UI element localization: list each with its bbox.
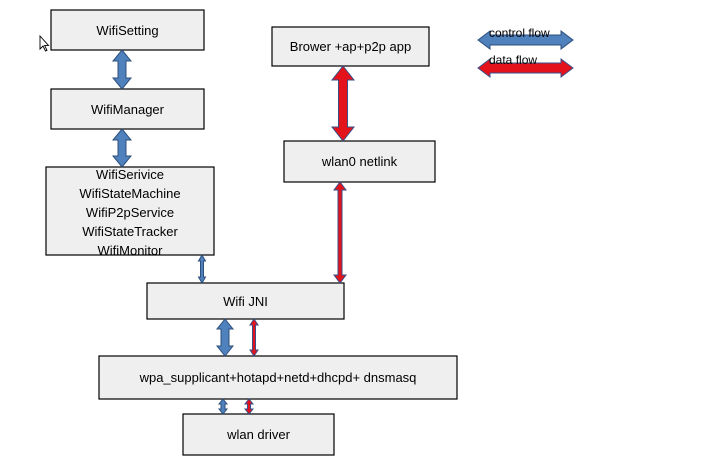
browser-app-label: Brower +ap+p2p app xyxy=(290,39,411,54)
arrow-supplicant-driver-data xyxy=(243,398,255,415)
wifi-setting-label: WifiSetting xyxy=(96,23,158,38)
wifi-state-machine-label: WifiStateMachine xyxy=(79,186,180,201)
wifi-manager-box: WifiManager xyxy=(50,88,205,130)
legend: control flow data flow xyxy=(477,26,574,78)
wifi-manager-label: WifiManager xyxy=(91,102,165,117)
wifi-p2p-service-label: WifiP2pService xyxy=(86,205,174,220)
wlan0-netlink-label: wlan0 netlink xyxy=(321,154,398,169)
wifi-jni-label: Wifi JNI xyxy=(223,294,268,309)
arrow-supplicant-driver-control xyxy=(217,398,229,415)
wifi-jni-box: Wifi JNI xyxy=(146,282,345,320)
supplicant-label: wpa_supplicant+hotapd+netd+dhcpd+ dnsmas… xyxy=(139,370,417,385)
arrow-setting-manager xyxy=(111,49,133,90)
mouse-cursor-icon xyxy=(39,34,50,52)
arrow-manager-service xyxy=(111,128,133,168)
wifi-setting-box: WifiSetting xyxy=(50,9,205,51)
supplicant-box: wpa_supplicant+hotapd+netd+dhcpd+ dnsmas… xyxy=(98,355,458,400)
wlan0-netlink-box: wlan0 netlink xyxy=(283,140,436,183)
browser-app-box: Brower +ap+p2p app xyxy=(271,26,430,67)
arrow-browser-netlink xyxy=(330,65,356,142)
legend-control-flow-swatch xyxy=(477,30,574,50)
legend-data-flow-swatch xyxy=(477,58,574,78)
wifi-service-label: WifiSerivice xyxy=(96,167,164,182)
wifi-monitor-label: WifiMonitor xyxy=(97,243,163,258)
arrow-jni-supplicant-control xyxy=(215,318,235,357)
wlan-driver-label: wlan driver xyxy=(226,427,291,442)
arrow-jni-supplicant-data xyxy=(249,318,259,357)
legend-data-flow-label: data flow xyxy=(489,53,537,67)
wifi-state-tracker-label: WifiStateTracker xyxy=(82,224,178,239)
arrow-service-jni xyxy=(197,254,207,284)
legend-control-flow-label: control flow xyxy=(489,26,550,40)
wlan-driver-box: wlan driver xyxy=(182,413,335,456)
arrow-netlink-jni xyxy=(333,181,347,284)
wifi-service-box: WifiSerivice WifiStateMachine WifiP2pSer… xyxy=(45,166,215,258)
